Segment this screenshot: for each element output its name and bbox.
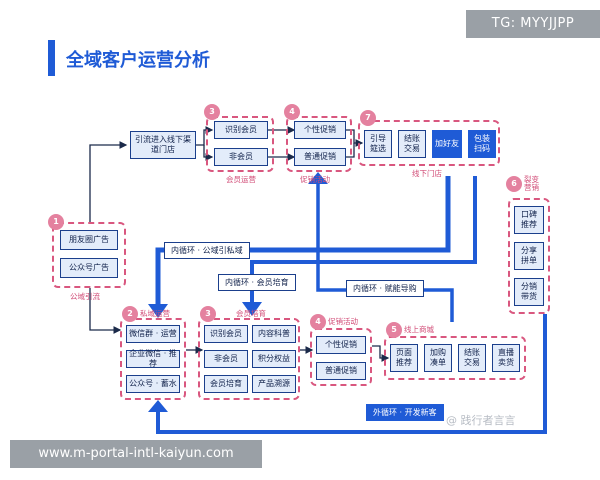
node-personal-promo-top[interactable]: 个性促销 <box>294 121 346 139</box>
group-viral-marketing-caption: 裂变 营销 <box>524 175 539 193</box>
group-offline-store <box>358 120 500 166</box>
node-official-account-ad[interactable]: 公众号广告 <box>60 258 118 278</box>
group-promotion-bottom-caption: 促销活动 <box>328 317 358 326</box>
label-outer-loop-new-customers: 外循环 · 开发新客 <box>366 404 444 421</box>
node-word-of-mouth[interactable]: 口碑 推荐 <box>514 206 544 234</box>
group-member-cultivation <box>198 318 300 400</box>
line-g1-entry <box>89 141 128 222</box>
group-member-ops-number: 3 <box>204 104 220 120</box>
page-title: 全域客户运营分析 <box>66 50 210 71</box>
node-identify-member-bottom[interactable]: 识别会员 <box>204 325 248 343</box>
node-official-account-store[interactable]: 公众号 · 蓄水 <box>126 375 180 393</box>
node-product-trace[interactable]: 产品溯源 <box>252 375 296 393</box>
group-member-ops-caption: 会员运营 <box>226 175 256 184</box>
group-viral-marketing <box>508 198 550 314</box>
node-distribution-sales[interactable]: 分销 带货 <box>514 278 544 306</box>
line-entry-nonmember <box>203 145 214 161</box>
band-inner-1 <box>155 176 451 308</box>
node-moments-ad[interactable]: 朋友圈广告 <box>60 230 118 250</box>
line-entry-member <box>196 126 214 146</box>
node-work-wechat[interactable]: 企业微信 · 推荐 <box>126 349 180 368</box>
node-share-group-buy[interactable]: 分享 拼单 <box>514 242 544 270</box>
node-identify-member-top[interactable]: 识别会员 <box>214 121 268 139</box>
band-inner-1-head <box>148 304 168 318</box>
group-online-mall-caption: 线上商城 <box>404 325 434 334</box>
title-accent-bar <box>48 40 55 76</box>
group-promotion-bottom-number: 4 <box>310 314 326 330</box>
node-non-member-top[interactable]: 非会员 <box>214 148 268 166</box>
node-content-science[interactable]: 内容科普 <box>252 325 296 343</box>
label-inner-loop-guide: 内循环 · 赋能导购 <box>346 280 424 297</box>
node-page-recommend[interactable]: 页面 推荐 <box>390 344 418 372</box>
group-online-mall-number: 5 <box>386 322 402 338</box>
group-promotion-bottom <box>310 328 372 386</box>
node-wechat-group[interactable]: 微信群 · 运营 <box>126 325 180 343</box>
node-regular-promo-top[interactable]: 普通促销 <box>294 148 346 166</box>
node-guide-select[interactable]: 引导 筵选 <box>364 130 392 158</box>
line-g1-g2 <box>89 288 122 334</box>
node-member-nurture[interactable]: 会员培育 <box>204 375 248 393</box>
label-inner-loop-private: 内循环 · 公域引私域 <box>164 242 250 259</box>
line-promo2-store <box>346 143 355 158</box>
node-cart-bundle[interactable]: 加购 凑单 <box>424 344 452 372</box>
band-inner-3-head <box>308 172 328 184</box>
node-checkout-online[interactable]: 结账 交易 <box>458 344 486 372</box>
group-promotion-top <box>286 116 352 172</box>
group-private-ops <box>120 318 186 400</box>
group-public-traffic <box>52 222 126 288</box>
footer-url-tag: www.m-portal-intl-kaiyun.com <box>10 440 262 468</box>
group-promotion-top-caption: 促销活动 <box>300 175 330 184</box>
node-regular-promo-bottom[interactable]: 普通促销 <box>316 362 366 380</box>
label-inner-loop-member: 内循环 · 会员培育 <box>218 274 296 291</box>
node-checkout-offline[interactable]: 结账 交易 <box>398 130 426 158</box>
group-promotion-top-number: 4 <box>284 104 300 120</box>
group-member-cultivation-caption: 会员培育 <box>236 309 266 318</box>
band-inner-2-head <box>242 302 262 316</box>
group-offline-store-caption: 线下门店 <box>412 169 442 178</box>
group-private-ops-number: 2 <box>122 306 138 322</box>
group-viral-marketing-number: 6 <box>506 176 522 192</box>
group-online-mall <box>384 336 526 380</box>
top-watermark-tag: TG: MYYJJPP <box>466 10 600 38</box>
group-private-ops-caption: 私域运营 <box>140 309 170 318</box>
band-outer-head <box>148 400 168 412</box>
group-member-ops <box>206 116 274 172</box>
band-outer <box>156 314 547 434</box>
node-non-member-bottom[interactable]: 非会员 <box>204 350 248 368</box>
group-public-traffic-caption: 公域引流 <box>70 292 100 301</box>
node-offline-entry[interactable]: 引流进入线下渠道门店 <box>130 131 196 159</box>
group-member-cultivation-number: 3 <box>200 306 216 322</box>
node-live-selling[interactable]: 直播 卖货 <box>492 344 520 372</box>
node-package-scan[interactable]: 包装 扫码 <box>468 130 496 158</box>
group-offline-store-number: 7 <box>360 110 376 126</box>
node-add-friend[interactable]: 加好友 <box>432 130 462 158</box>
node-personal-promo-bottom[interactable]: 个性促销 <box>316 336 366 354</box>
bottom-watermark: @ 践行者言言 <box>446 414 516 427</box>
node-points-rights[interactable]: 积分权益 <box>252 350 296 368</box>
group-public-traffic-number: 1 <box>48 214 64 230</box>
